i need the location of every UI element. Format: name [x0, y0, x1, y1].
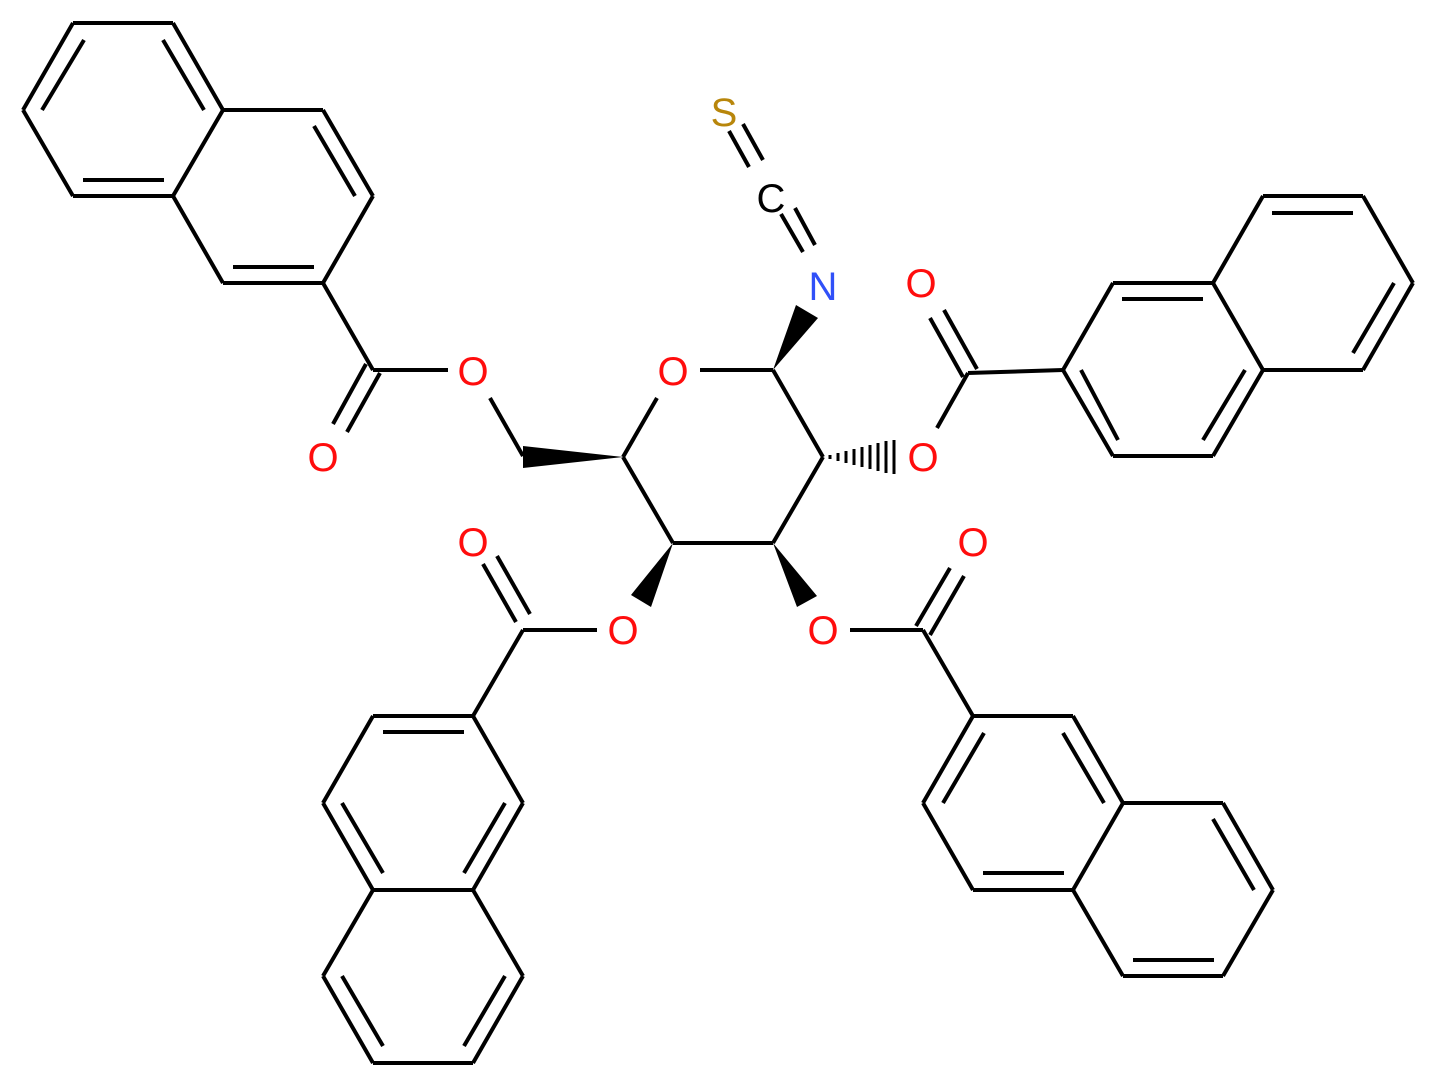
- c2-carbonyl-oxygen: O: [905, 262, 936, 306]
- c6-ester: [321, 282, 623, 468]
- naphthalene-bottom-right: [921, 714, 1275, 978]
- atom-labels: S C N O O O O O O O O O: [307, 91, 988, 653]
- c6-carbonyl-oxygen: O: [307, 436, 338, 480]
- sulfur-atom: S: [711, 91, 738, 135]
- naphthalene-top-left: [21, 21, 375, 285]
- naphthalene-bottom-left: [321, 714, 525, 1065]
- carbon-atom: C: [757, 177, 786, 221]
- ring-oxygen-atom: O: [657, 350, 688, 394]
- c2-ester-oxygen: O: [907, 436, 938, 480]
- c4-carbonyl-oxygen: O: [457, 521, 488, 565]
- c3-ester: [773, 543, 975, 718]
- c3-ester-oxygen: O: [807, 609, 838, 653]
- c4-ester-oxygen: O: [607, 609, 638, 653]
- c2-ester: [828, 309, 1064, 474]
- c3-carbonyl-oxygen: O: [957, 521, 988, 565]
- pyranose-ring: [621, 368, 825, 545]
- c6-ester-oxygen: O: [457, 350, 488, 394]
- isothiocyanate: [727, 123, 818, 370]
- c4-ester: [471, 543, 673, 718]
- nitrogen-atom: N: [809, 265, 838, 309]
- naphthalene-top-right: [1061, 194, 1415, 458]
